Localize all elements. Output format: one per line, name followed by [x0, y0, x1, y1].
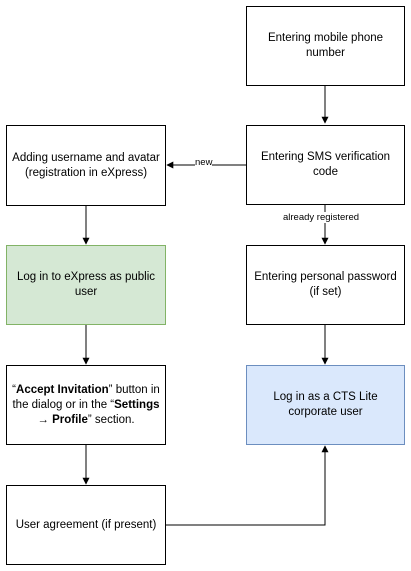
node-user-agreement-text: User agreement (if present)	[15, 518, 157, 531]
node-user-agreement: User agreement (if present)	[6, 485, 166, 565]
node-personal-password: Entering personal password (if set)	[246, 245, 405, 325]
node-username-avatar-text: Adding username and avatar (registration…	[12, 151, 160, 179]
invitation-text-mid: ” button in the dialog or in the “	[12, 383, 160, 411]
invitation-text-end: ” section.	[87, 413, 135, 426]
node-sms-code: Entering SMS verification code	[246, 125, 405, 205]
node-accept-invitation-text: “Accept Invitation” button in the dialog…	[11, 383, 161, 428]
invitation-button-name: Accept Invitation	[16, 383, 109, 396]
node-entering-phone-text: Entering mobile phone number	[267, 32, 384, 59]
invitation-settings-path: Settings → Profile	[37, 398, 160, 426]
node-public-login-text: Log in to eXpress as public user	[16, 271, 156, 298]
node-accept-invitation: “Accept Invitation” button in the dialog…	[6, 365, 166, 445]
invitation-quote-open: “	[12, 383, 17, 396]
node-sms-code-text: Entering SMS verification code	[260, 151, 391, 178]
edge-label-already-registered: already registered	[283, 212, 360, 223]
node-corporate-login-text: Log in as a CTS Lite corporate user	[273, 391, 378, 418]
node-entering-phone: Entering mobile phone number	[246, 6, 405, 86]
node-public-login: Log in to eXpress as public user	[6, 245, 166, 325]
node-corporate-login: Log in as a CTS Lite corporate user	[246, 365, 405, 445]
edge-label-new: new	[195, 157, 213, 168]
node-personal-password-text: Entering personal password (if set)	[254, 271, 397, 298]
edge-agreement-to-corporate	[166, 445, 329, 526]
node-username-avatar: Adding username and avatar (registration…	[6, 125, 166, 206]
